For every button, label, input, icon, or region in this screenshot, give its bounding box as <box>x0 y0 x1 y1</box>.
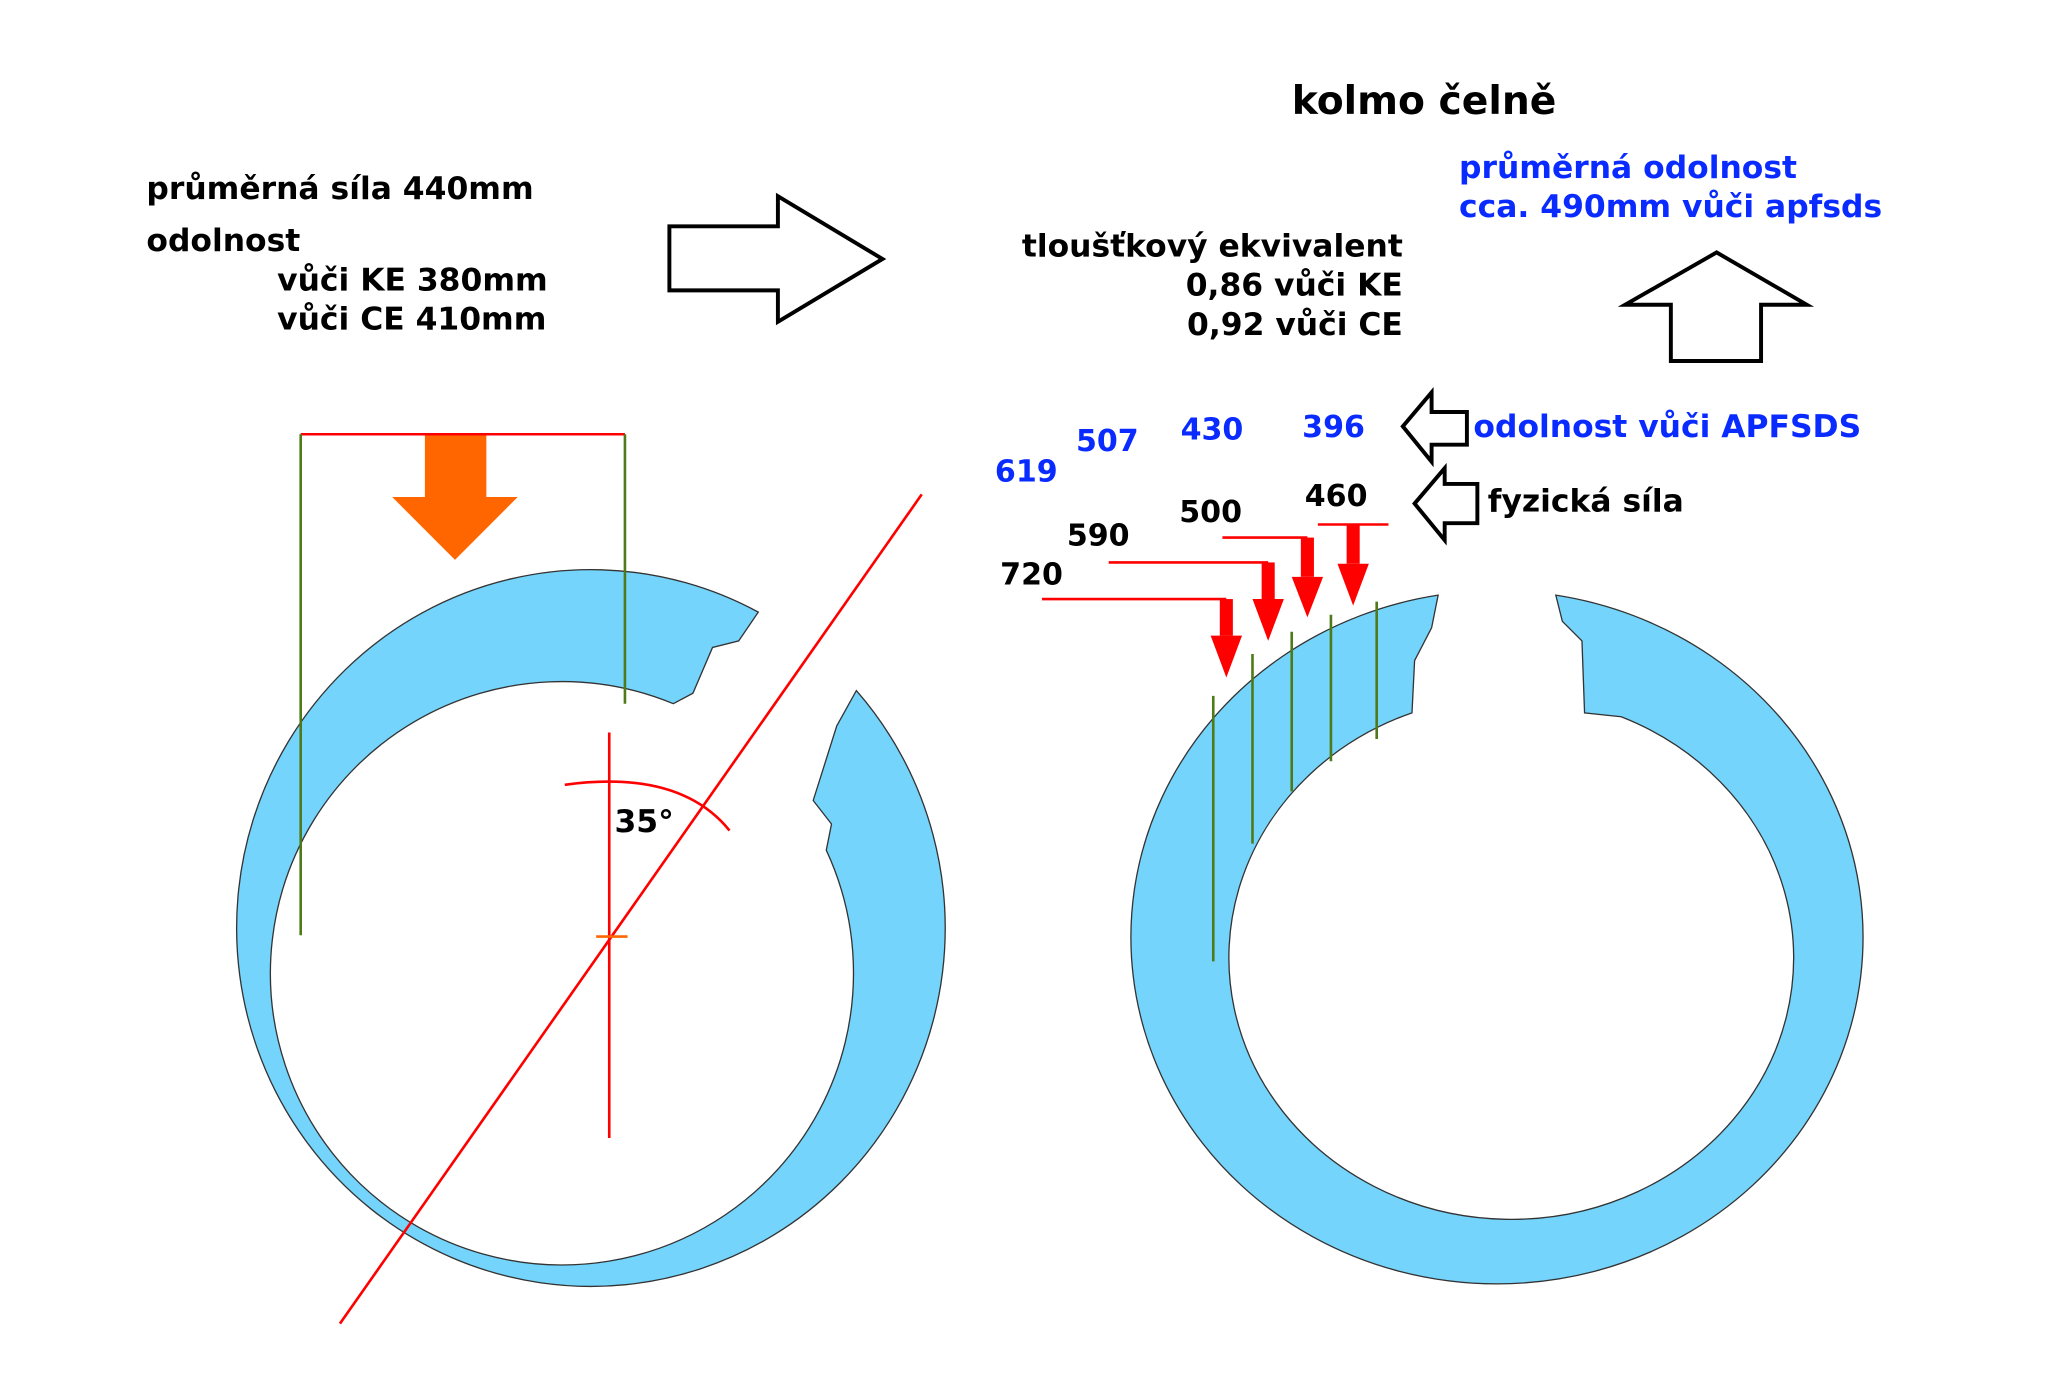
apfsds-value: 507 <box>1076 424 1139 459</box>
angle-line <box>338 493 923 1325</box>
apfsds-value: 430 <box>1181 412 1244 447</box>
apfsds-value: 396 <box>1302 410 1365 445</box>
apfsds-label: odolnost vůči APFSDS <box>1473 408 1861 445</box>
middle-text-2: 0,86 vůči KE <box>1186 267 1403 304</box>
left-arrow-icon <box>1412 462 1480 546</box>
left-text-1: průměrná síla 440mm <box>146 170 533 207</box>
orange-down-arrow-icon <box>392 435 518 560</box>
right-arrow-icon <box>667 192 887 326</box>
physical-value: 460 <box>1305 479 1368 514</box>
left-armor-section <box>235 568 946 1288</box>
angle-label: 35° <box>614 804 673 840</box>
left-arrow-icon <box>1400 387 1469 468</box>
left-text-4: vůči CE 410mm <box>277 301 546 338</box>
physical-value: 720 <box>1000 558 1063 593</box>
middle-text-3: 0,92 vůči CE <box>1187 306 1403 343</box>
physical-value: 500 <box>1179 495 1242 530</box>
thickness-hatch <box>1211 601 1378 962</box>
right-text-1: průměrná odolnost <box>1459 149 1797 186</box>
physical-value: 590 <box>1067 518 1130 553</box>
physical-label: fyzická síla <box>1488 483 1684 519</box>
physical-thickness-arrows <box>1041 523 1389 678</box>
angle-arc <box>564 780 731 832</box>
apfsds-value: 619 <box>995 454 1058 489</box>
left-text-2: odolnost <box>146 223 300 259</box>
right-armor-section <box>1130 594 1864 1285</box>
up-arrow-icon <box>1617 250 1815 363</box>
title: kolmo čelně <box>1292 79 1557 124</box>
left-text-3: vůči KE 380mm <box>277 261 548 298</box>
middle-text-1: tloušťkový ekvivalent <box>1022 228 1403 264</box>
right-text-2: cca. 490mm vůči apfsds <box>1459 188 1882 225</box>
